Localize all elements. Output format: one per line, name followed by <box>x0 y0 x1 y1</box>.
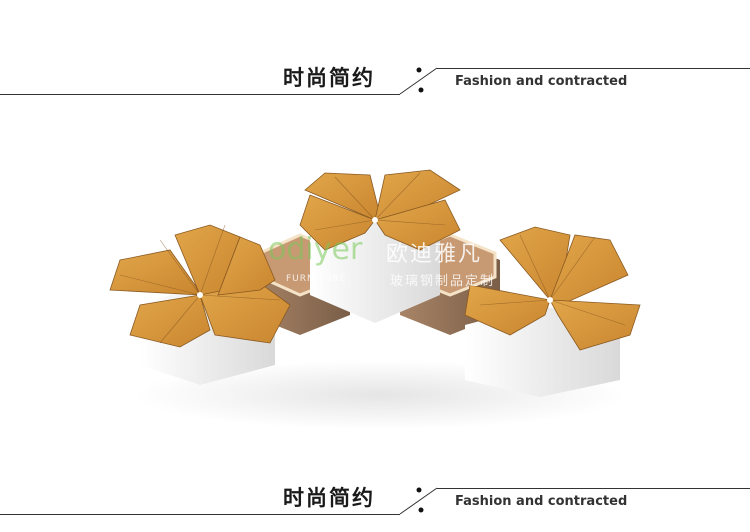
header-rule-right <box>437 68 750 69</box>
header-banner: 时尚简约 Fashion and contracted <box>0 52 750 112</box>
footer-rule-left <box>0 514 400 515</box>
slash-divider-icon <box>399 487 438 515</box>
footer-subtitle: Fashion and contracted <box>455 494 628 509</box>
footer-banner: 时尚简约 Fashion and contracted <box>0 472 750 532</box>
slash-divider-icon <box>399 67 438 95</box>
hexagonal-bench-image <box>109 169 641 397</box>
footer-rule-right <box>437 488 750 489</box>
footer-title: 时尚简约 <box>283 486 375 510</box>
page-subtitle: Fashion and contracted <box>455 74 628 89</box>
header-rule-left <box>0 94 400 95</box>
page-title: 时尚简约 <box>283 66 375 90</box>
